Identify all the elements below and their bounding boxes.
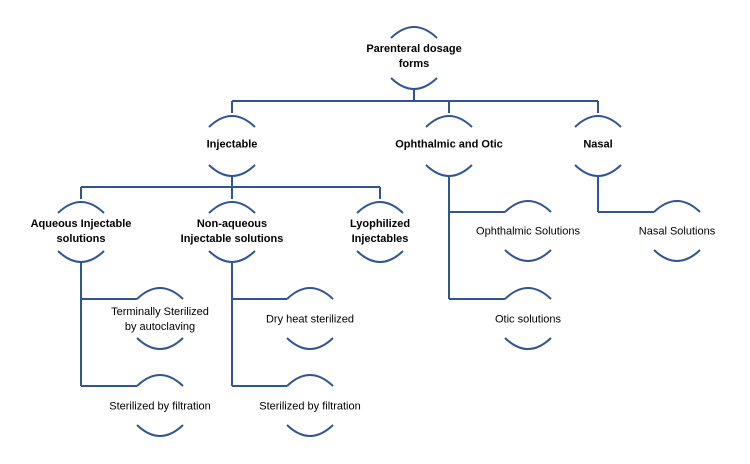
ophthalmic-solutions-node-bottom-arc (504, 249, 552, 262)
terminally-sterilized-node-bottom-arc (136, 337, 184, 350)
nonaqueous-node-label-line1: Non-aqueous (196, 218, 268, 230)
ophthalmic-solutions-node-top-arc (504, 200, 552, 213)
nasal-node-label: Nasal (583, 138, 613, 151)
nonaqueous-node-label: Non-aqueous Injectable solutions (181, 217, 284, 247)
nasal-node-top-arc (574, 115, 622, 128)
nonaqueous-node-top-arc (208, 201, 256, 214)
dry-heat-node-bottom-arc (286, 337, 334, 350)
root-node-bottom-arc (390, 77, 438, 90)
terminally-sterilized-node-top-arc (136, 287, 184, 300)
terminally-sterilized-label-line1: Terminally Sterilized (111, 306, 209, 318)
node-arcs (57, 26, 701, 437)
otic-solutions-node-label: Otic solutions (494, 313, 562, 326)
lyophilized-node-bottom-arc (356, 250, 404, 263)
nonaqueous-filtration-node-label: Sterilized by filtration (259, 400, 361, 413)
aqueous-filtration-node-label: Sterilized by filtration (109, 400, 211, 413)
dry-heat-node-top-arc (286, 287, 334, 300)
nasal-node-bottom-arc (574, 164, 622, 177)
injectable-node-label: Injectable (206, 138, 258, 151)
aqueous-filtration-node-bottom-arc (136, 424, 184, 437)
aqueous-node-top-arc (57, 201, 105, 214)
injectable-node-bottom-arc (208, 164, 256, 177)
root-node-label-line1: Parenteral dosage (366, 43, 462, 55)
otic-solutions-node-bottom-arc (504, 337, 552, 350)
lyophilized-node-label: Lyophilized Injectables (350, 217, 410, 247)
root-node-top-arc (390, 26, 438, 39)
aqueous-filtration-node-top-arc (136, 374, 184, 387)
nasal-solutions-node-label: Nasal Solutions (638, 225, 716, 238)
ophthalmic-otic-node-label: Ophthalmic and Otic (395, 138, 503, 151)
terminally-sterilized-node-label: Terminally Sterilized by autoclaving (111, 305, 209, 335)
nonaqueous-filtration-node-bottom-arc (286, 424, 334, 437)
otic-solutions-node-top-arc (504, 287, 552, 300)
lyophilized-node-top-arc (356, 201, 404, 214)
connector-lines (80, 88, 654, 387)
ophthalmic-otic-node-bottom-arc (425, 164, 473, 177)
root-node-label: Parenteral dosage forms (366, 42, 461, 72)
aqueous-node-label-line2: solutions (56, 233, 106, 245)
lyophilized-node-label-line1: Lyophilized (349, 218, 411, 230)
nasal-solutions-node-top-arc (653, 200, 701, 213)
aqueous-node-label: Aqueous Injectable solutions (31, 217, 132, 247)
aqueous-node-label-line1: Aqueous Injectable (30, 218, 132, 230)
injectable-node-top-arc (208, 115, 256, 128)
nonaqueous-node-bottom-arc (208, 250, 256, 263)
ophthalmic-otic-node-top-arc (425, 115, 473, 128)
dry-heat-node-label: Dry heat sterilized (265, 313, 355, 326)
nonaqueous-node-label-line2: Injectable solutions (180, 233, 284, 245)
ophthalmic-solutions-node-label: Ophthalmic Solutions (476, 225, 580, 238)
nonaqueous-filtration-node-top-arc (286, 374, 334, 387)
lyophilized-node-label-line2: Injectables (351, 233, 409, 245)
terminally-sterilized-label-line2: by autoclaving (124, 321, 196, 333)
root-node-label-line2: forms (398, 58, 430, 70)
aqueous-node-bottom-arc (57, 250, 105, 263)
nasal-solutions-node-bottom-arc (653, 249, 701, 262)
